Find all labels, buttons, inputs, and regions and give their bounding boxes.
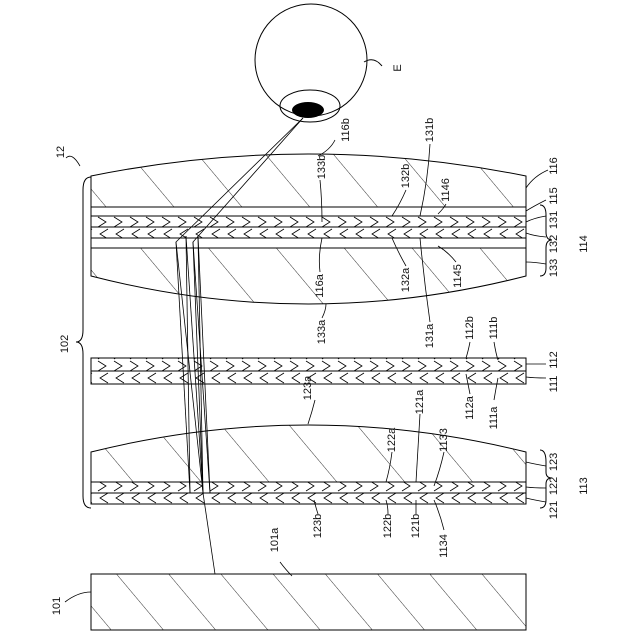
- label-111a: 111a: [488, 406, 500, 430]
- label-131b: 131b: [424, 118, 436, 142]
- label-112a: 112a: [464, 395, 476, 420]
- label-101: 101: [51, 597, 63, 615]
- label-1146: 1146: [440, 178, 452, 202]
- label-132b: 132b: [400, 164, 412, 188]
- label-116: 116: [548, 157, 560, 175]
- label-132: 132: [548, 235, 560, 253]
- label-132a: 132a: [400, 267, 412, 292]
- display-101: [91, 574, 526, 630]
- label-101a: 101a: [269, 527, 281, 552]
- label-115: 115: [548, 187, 560, 205]
- label-121b: 121b: [410, 514, 422, 538]
- label-102: 102: [59, 335, 71, 353]
- label-E: E: [392, 64, 404, 71]
- label-112b: 112b: [464, 316, 476, 340]
- lens-113: [91, 425, 526, 504]
- label-1134: 1134: [438, 534, 450, 558]
- label-122b: 122b: [382, 514, 394, 538]
- label-123: 123: [548, 453, 560, 471]
- label-113: 113: [578, 477, 590, 495]
- label-122: 122: [548, 477, 560, 495]
- label-121: 121: [548, 501, 560, 519]
- label-131: 131: [548, 211, 560, 229]
- label-116b: 116b: [340, 118, 352, 142]
- eye: [255, 4, 382, 122]
- label-121a: 121a: [414, 389, 426, 414]
- label-1133: 1133: [438, 428, 450, 452]
- label-1145: 1145: [452, 264, 464, 288]
- label-111b: 111b: [488, 317, 500, 340]
- label-122a: 122a: [386, 427, 398, 452]
- label-123a: 123a: [302, 375, 314, 400]
- labels: E 12 102 101 101a 116b 133b 132b 131b 11…: [51, 64, 590, 615]
- label-123b: 123b: [312, 514, 324, 538]
- label-116a: 116a: [314, 273, 326, 298]
- label-131a: 131a: [424, 323, 436, 348]
- label-114: 114: [578, 235, 590, 253]
- label-111: 111: [548, 376, 560, 393]
- label-133b: 133b: [316, 155, 328, 179]
- label-112: 112: [548, 351, 560, 369]
- label-133: 133: [548, 259, 560, 277]
- label-133a: 133a: [316, 319, 328, 344]
- label-12: 12: [55, 146, 67, 158]
